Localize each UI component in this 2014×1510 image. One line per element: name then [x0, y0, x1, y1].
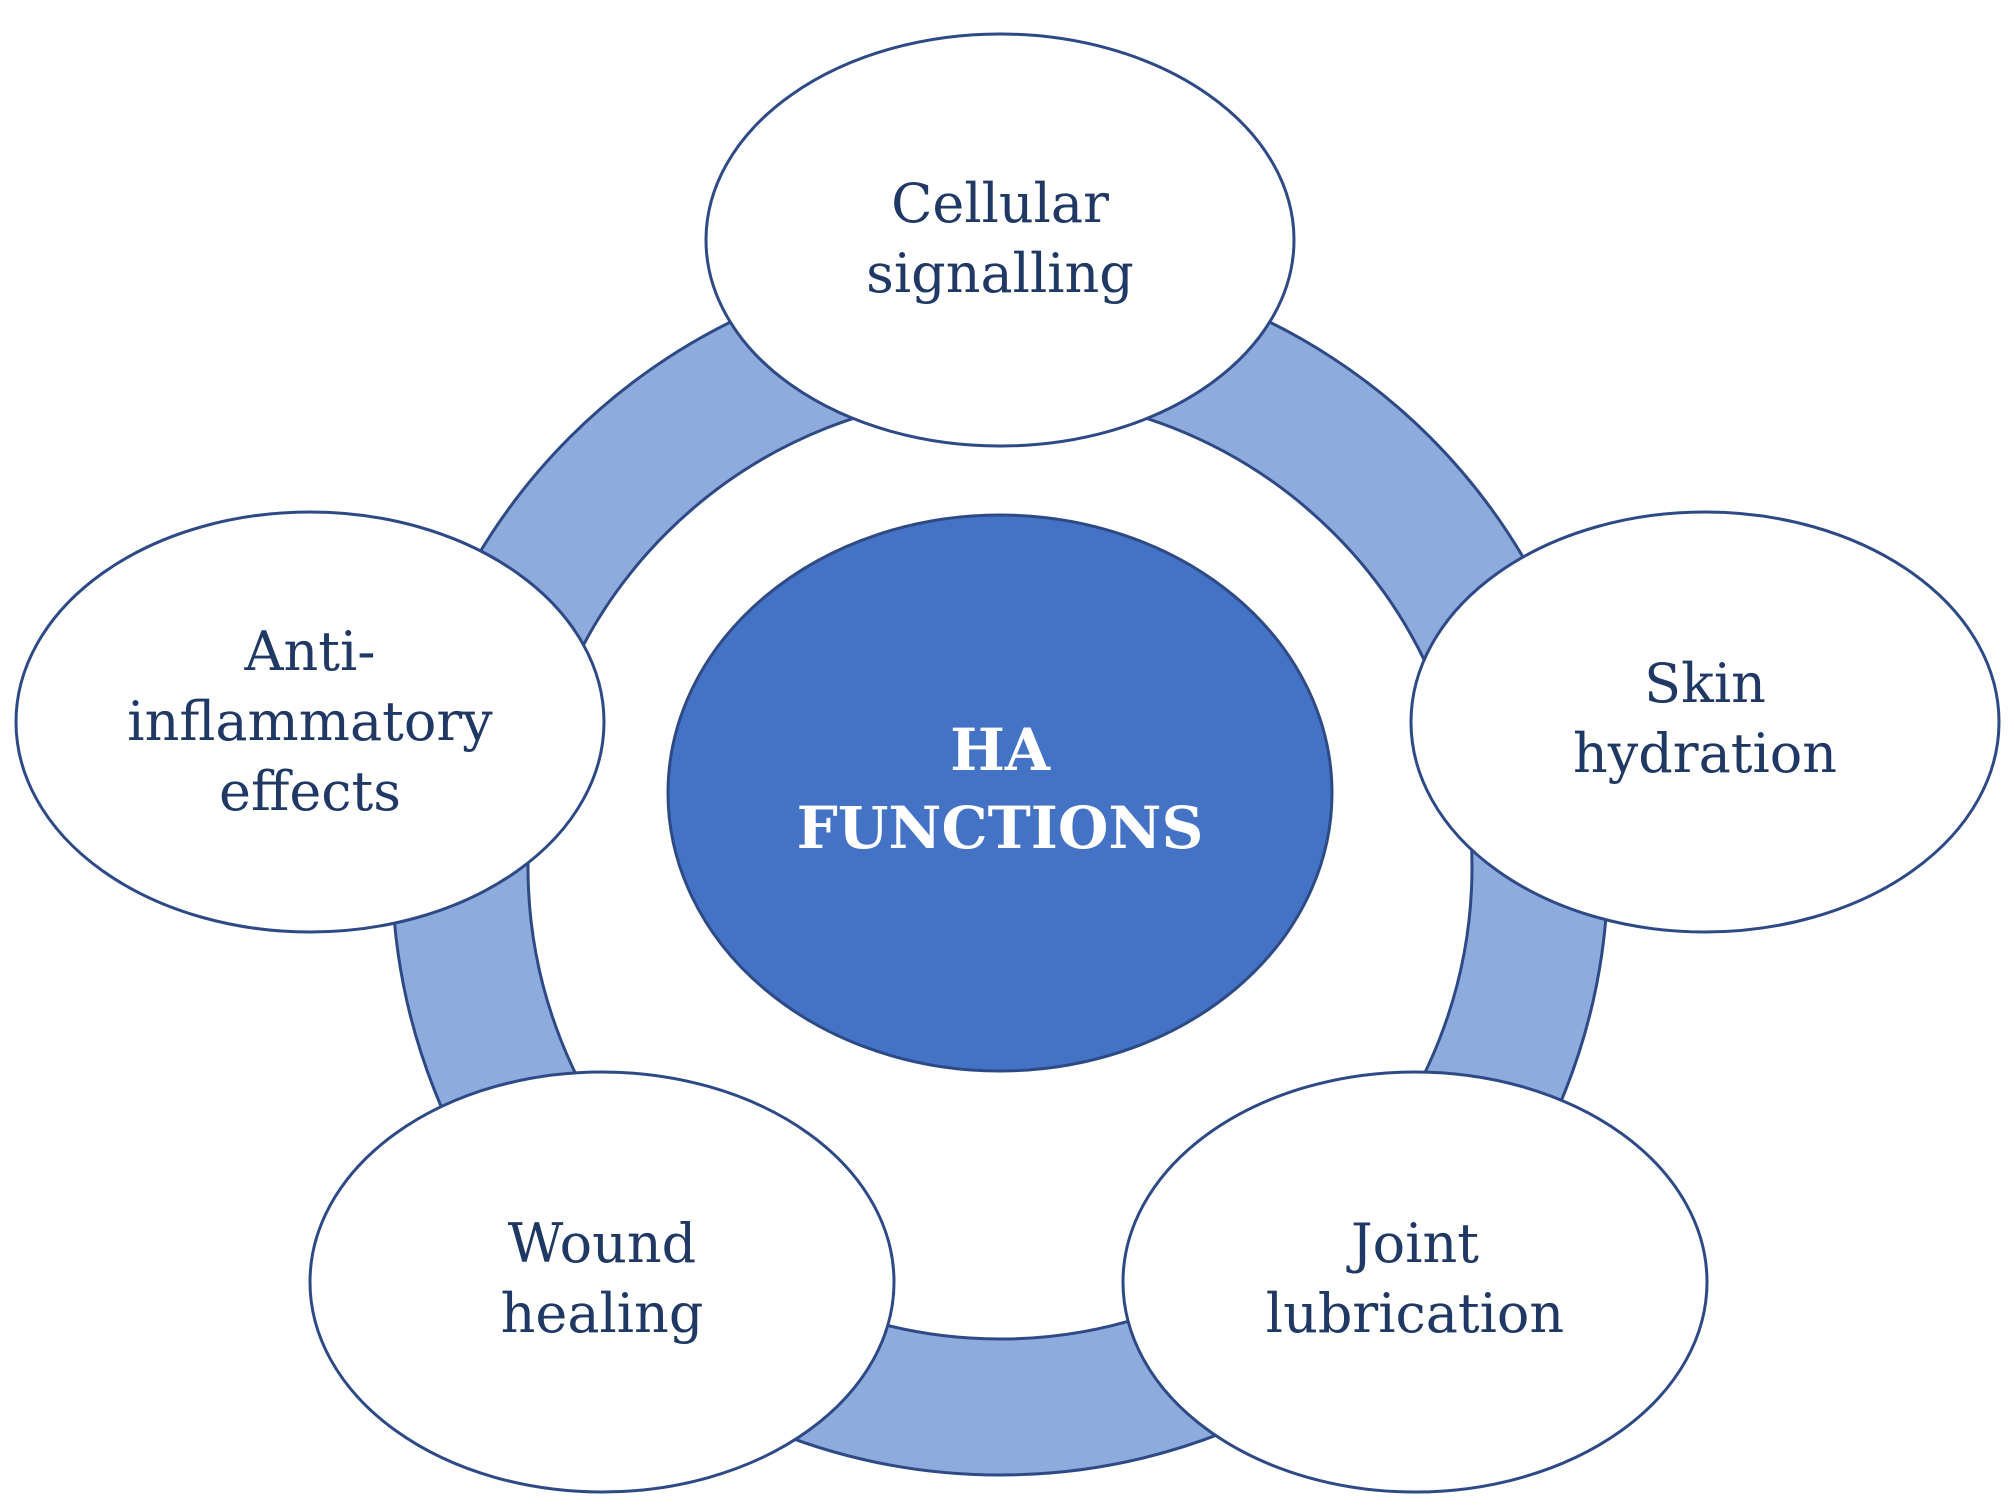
- node-anti-line1: Anti-: [244, 620, 376, 683]
- node-skin-hydration: Skin hydration: [1409, 510, 2001, 934]
- node-cellular-line2: signalling: [866, 242, 1134, 305]
- node-joint-line2: lubrication: [1266, 1282, 1564, 1345]
- node-ellipse-skin: [1409, 510, 2001, 934]
- node-wound-healing: Wound healing: [308, 1070, 896, 1494]
- node-wound-line1: Wound: [508, 1212, 696, 1275]
- node-ellipse-cellular: [704, 32, 1296, 448]
- node-joint-lubrication: Joint lubrication: [1121, 1070, 1709, 1494]
- node-ellipse-joint: [1121, 1070, 1709, 1494]
- center-label-line1: HA: [950, 716, 1051, 784]
- node-skin-line2: hydration: [1573, 722, 1837, 785]
- node-ellipse-wound: [308, 1070, 896, 1494]
- node-cellular-line1: Cellular: [891, 172, 1109, 235]
- node-joint-line1: Joint: [1346, 1212, 1479, 1275]
- node-anti-line3: effects: [219, 760, 401, 823]
- center-ellipse: [666, 513, 1334, 1073]
- node-ellipse-anti: [14, 510, 606, 934]
- node-anti-line2: inflammatory: [127, 690, 493, 753]
- node-anti-inflammatory-effects: Anti- inflammatory effects: [14, 510, 606, 934]
- node-skin-line1: Skin: [1644, 652, 1766, 715]
- center-node: HA FUNCTIONS: [666, 513, 1334, 1073]
- node-cellular-signalling: Cellular signalling: [704, 32, 1296, 448]
- center-label-line2: FUNCTIONS: [797, 794, 1204, 862]
- node-wound-line2: healing: [501, 1282, 704, 1345]
